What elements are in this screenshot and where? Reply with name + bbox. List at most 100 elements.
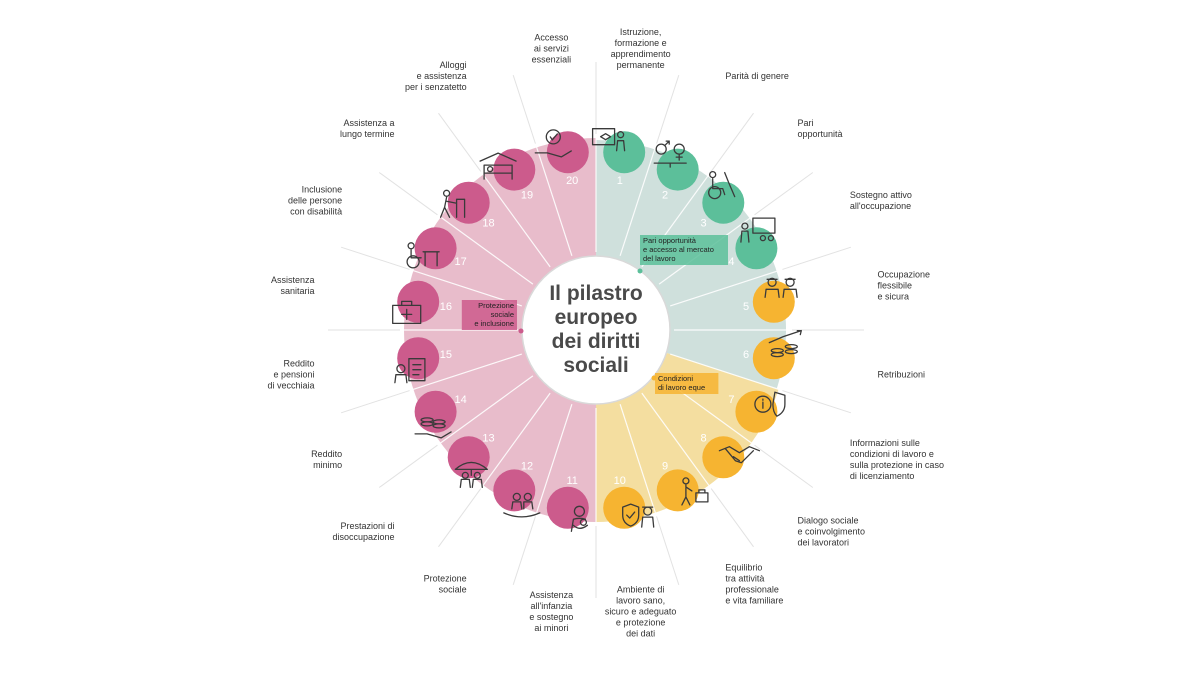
divider-line bbox=[710, 112, 754, 172]
divider-line bbox=[378, 444, 438, 488]
child-care-icon bbox=[570, 505, 589, 532]
principle-number-14: 14 bbox=[454, 394, 466, 406]
principle-number-10: 10 bbox=[614, 475, 626, 487]
principle-dot-14 bbox=[414, 390, 457, 433]
principle-number-6: 6 bbox=[743, 349, 749, 361]
principle-dot-1 bbox=[603, 131, 646, 174]
principle-number-15: 15 bbox=[440, 349, 452, 361]
coins-hand-icon bbox=[414, 417, 452, 439]
principle-number-12: 12 bbox=[521, 460, 533, 472]
principle-number-4: 4 bbox=[728, 256, 734, 268]
principle-dot-19 bbox=[493, 148, 536, 191]
principle-number-11: 11 bbox=[566, 475, 577, 487]
principle-number-1: 1 bbox=[617, 175, 623, 187]
divider-line bbox=[512, 74, 536, 144]
elderly-document-icon bbox=[394, 358, 426, 384]
wheelchair-ramp-icon bbox=[708, 170, 736, 200]
wheelchair-desk-icon bbox=[406, 242, 440, 269]
principle-dot-16 bbox=[397, 280, 440, 323]
principle-label-2: Parità di genere bbox=[725, 71, 789, 81]
presentation-group-icon bbox=[740, 217, 776, 243]
principle-dot-12 bbox=[493, 469, 536, 512]
workers-group-icon bbox=[764, 277, 798, 298]
divider-line bbox=[512, 516, 536, 586]
worker-shield-icon bbox=[622, 503, 655, 528]
principle-number-13: 13 bbox=[482, 433, 494, 445]
principle-dot-9 bbox=[656, 469, 699, 512]
divider-line bbox=[710, 488, 754, 548]
principle-dot-7 bbox=[735, 390, 778, 433]
principle-dot-20 bbox=[546, 131, 589, 174]
hand-check-icon bbox=[534, 129, 572, 158]
principle-number-19: 19 bbox=[521, 190, 533, 202]
principle-number-5: 5 bbox=[743, 301, 749, 313]
principle-dot-10 bbox=[603, 486, 646, 529]
shelter-bed-icon bbox=[479, 152, 517, 180]
principle-number-3: 3 bbox=[700, 218, 706, 230]
principle-number-2: 2 bbox=[662, 190, 668, 202]
principle-number-17: 17 bbox=[454, 256, 466, 268]
principle-dot-4 bbox=[735, 227, 778, 270]
divider-line bbox=[340, 246, 410, 270]
gender-balance-icon bbox=[653, 140, 687, 168]
principle-number-9: 9 bbox=[662, 460, 668, 472]
info-shield-icon bbox=[754, 391, 786, 417]
principle-dot-8 bbox=[702, 436, 745, 479]
teacher-board-icon bbox=[591, 128, 626, 152]
coins-growth-icon bbox=[768, 329, 802, 358]
principle-number-18: 18 bbox=[482, 218, 494, 230]
handshake-icon bbox=[718, 446, 761, 464]
principle-label-6: Retribuzioni bbox=[878, 370, 926, 380]
umbrella-people-icon bbox=[454, 461, 488, 489]
divider-line bbox=[656, 516, 680, 586]
medical-kit-icon bbox=[392, 300, 422, 325]
divider-line bbox=[378, 172, 438, 216]
parent-briefcase-icon bbox=[681, 477, 709, 506]
divider-line bbox=[782, 246, 852, 270]
principle-dot-17 bbox=[414, 227, 457, 270]
principle-number-20: 20 bbox=[566, 175, 578, 187]
principle-dot-3 bbox=[702, 181, 745, 224]
elderly-walker-icon bbox=[439, 189, 466, 218]
divider-line bbox=[754, 444, 814, 488]
protected-workers-icon bbox=[503, 492, 541, 518]
divider-line bbox=[656, 74, 680, 144]
principle-dot-18 bbox=[447, 181, 490, 224]
divider-line bbox=[754, 172, 814, 216]
principle-number-16: 16 bbox=[440, 301, 452, 313]
principle-dot-2 bbox=[656, 148, 699, 191]
principle-number-8: 8 bbox=[700, 433, 706, 445]
divider-line bbox=[438, 112, 482, 172]
divider-line bbox=[438, 488, 482, 548]
principle-dot-6 bbox=[752, 337, 795, 380]
principle-number-7: 7 bbox=[728, 394, 734, 406]
principle-dot-5 bbox=[752, 280, 795, 323]
